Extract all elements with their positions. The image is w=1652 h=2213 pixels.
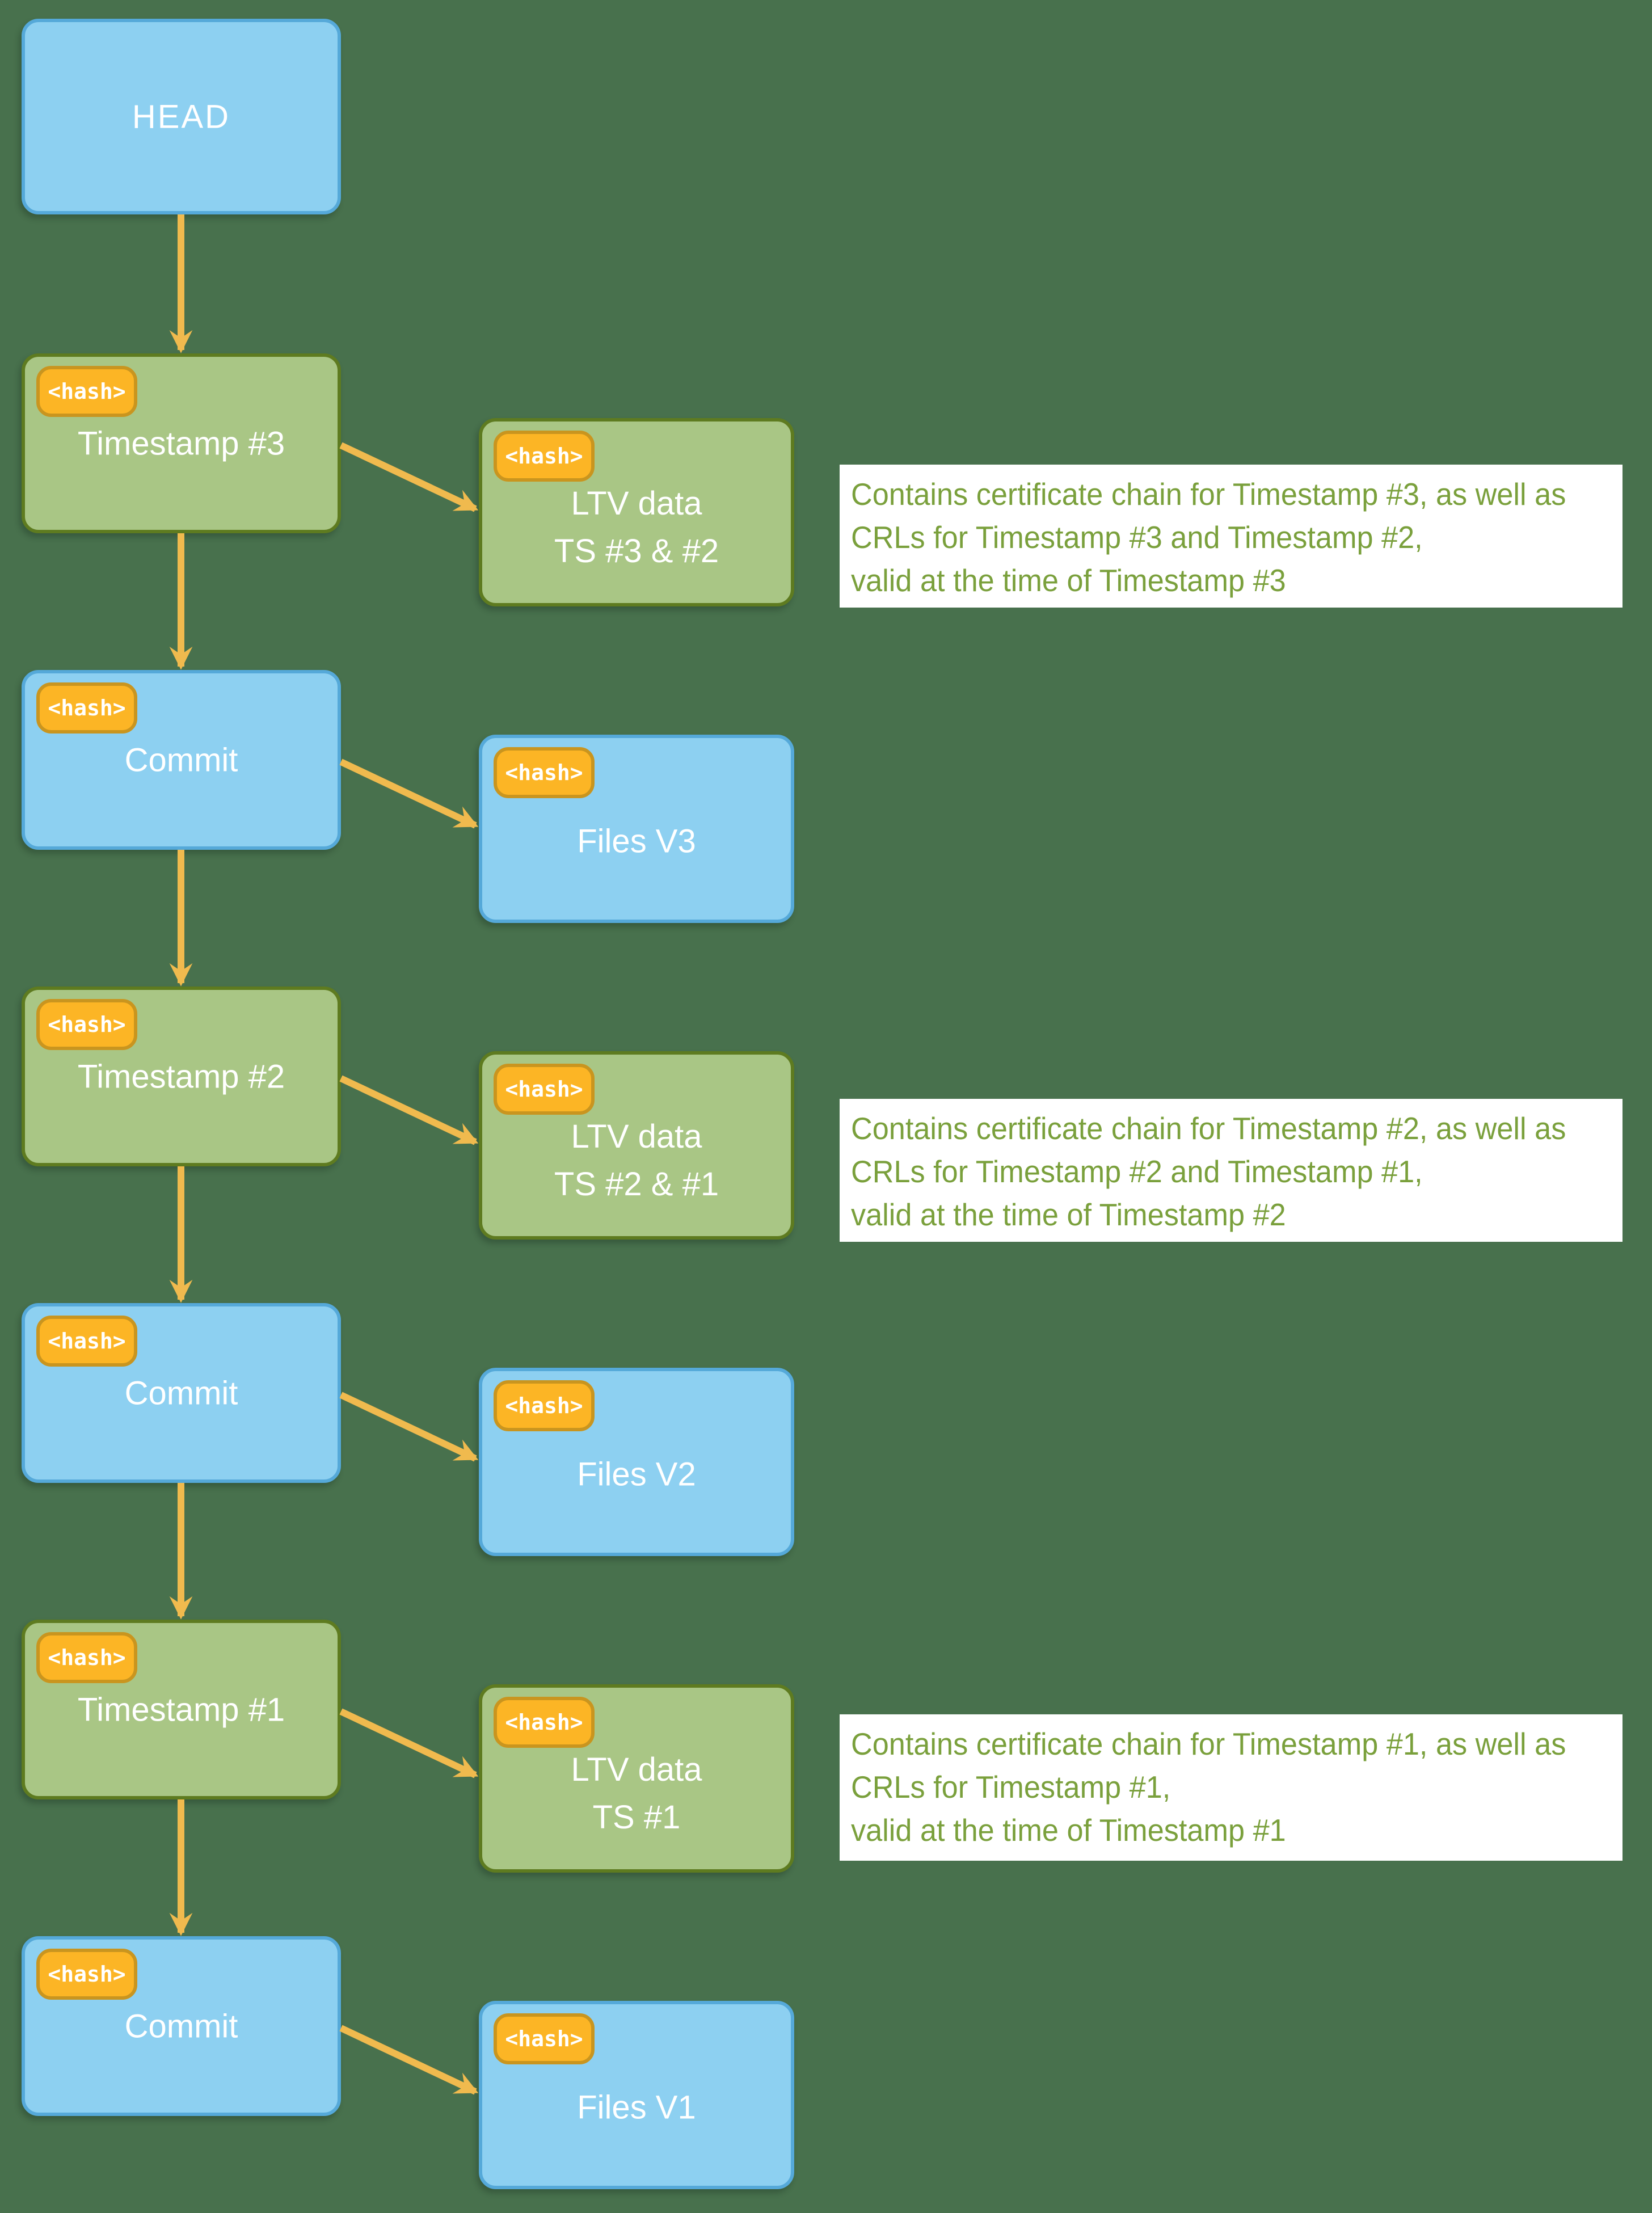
commit-bottom-node: <hash> Commit: [22, 1936, 341, 2116]
ltv-ts2-1-line2: TS #2 & #1: [554, 1166, 719, 1203]
hash-badge: <hash>: [494, 1697, 595, 1748]
head-node: HEAD: [22, 19, 341, 214]
annotation-ts1: Contains certificate chain for Timestamp…: [840, 1714, 1622, 1861]
commit-middle-node: <hash> Commit: [22, 1303, 341, 1483]
hash-badge-label: <hash>: [505, 444, 583, 469]
files-v2-node: <hash> Files V2: [479, 1368, 794, 1556]
files-v3-label: Files V3: [577, 823, 696, 860]
ltv-ts3-2-label: LTV data TS #3 & #2: [482, 480, 791, 575]
hash-badge: <hash>: [494, 431, 595, 482]
arrow-commit-to-files-v1: [339, 2025, 479, 2095]
arrow-timestamp2-to-ltv: [339, 1075, 479, 1145]
hash-badge: <hash>: [36, 1632, 137, 1683]
arrow-timestamp1-to-ltv: [339, 1708, 479, 1778]
commit-top-label: Commit: [124, 741, 238, 778]
hash-badge-label: <hash>: [48, 1012, 126, 1037]
ltv-ts3-2-node: <hash> LTV data TS #3 & #2: [479, 418, 794, 606]
hash-badge: <hash>: [494, 1380, 595, 1431]
hash-badge: <hash>: [494, 747, 595, 798]
annotation-ts1-line3: valid at the time of Timestamp #1: [851, 1812, 1286, 1848]
annotation-ts3-line1: Contains certificate chain for Timestamp…: [851, 477, 1566, 512]
commit-middle-label: Commit: [124, 1375, 238, 1411]
annotation-ts3-line2: CRLs for Timestamp #3 and Timestamp #2,: [851, 520, 1423, 555]
hash-badge: <hash>: [36, 682, 137, 734]
files-v1-label: Files V1: [577, 2089, 696, 2126]
timestamp1-node: <hash> Timestamp #1: [22, 1620, 341, 1799]
hash-badge-label: <hash>: [48, 1962, 126, 1987]
annotation-ts2-line1: Contains certificate chain for Timestamp…: [851, 1111, 1566, 1146]
head-label: HEAD: [132, 98, 231, 135]
timestamp1-label: Timestamp #1: [77, 1691, 285, 1728]
annotation-ts2-line3: valid at the time of Timestamp #2: [851, 1197, 1286, 1232]
hash-badge-label: <hash>: [505, 1393, 583, 1418]
commit-bottom-label: Commit: [124, 2008, 238, 2045]
timestamp3-label: Timestamp #3: [77, 425, 285, 462]
timestamp2-label: Timestamp #2: [77, 1058, 285, 1095]
ltv-ts3-2-line1: LTV data: [571, 484, 702, 522]
hash-badge: <hash>: [36, 999, 137, 1050]
hash-badge: <hash>: [36, 1316, 137, 1367]
annotation-ts2: Contains certificate chain for Timestamp…: [840, 1099, 1622, 1242]
hash-badge-label: <hash>: [505, 1077, 583, 1102]
ltv-ts2-1-node: <hash> LTV data TS #2 & #1: [479, 1051, 794, 1240]
hash-badge-label: <hash>: [48, 695, 126, 720]
arrow-timestamp3-to-ltv: [339, 442, 479, 512]
ltv-ts1-node: <hash> LTV data TS #1: [479, 1684, 794, 1873]
files-v1-node: <hash> Files V1: [479, 2001, 794, 2189]
annotation-ts1-line2: CRLs for Timestamp #1,: [851, 1769, 1171, 1805]
arrow-commit-to-files-v2: [339, 1392, 479, 1462]
hash-badge-label: <hash>: [505, 2026, 583, 2051]
annotation-ts3-line3: valid at the time of Timestamp #3: [851, 563, 1286, 598]
timestamp2-node: <hash> Timestamp #2: [22, 987, 341, 1166]
timestamp3-node: <hash> Timestamp #3: [22, 353, 341, 533]
hash-badge: <hash>: [36, 366, 137, 417]
files-v3-node: <hash> Files V3: [479, 735, 794, 923]
hash-badge-label: <hash>: [505, 760, 583, 785]
hash-badge-label: <hash>: [48, 1645, 126, 1670]
commit-top-node: <hash> Commit: [22, 670, 341, 850]
annotation-ts2-line2: CRLs for Timestamp #2 and Timestamp #1,: [851, 1154, 1423, 1189]
hash-badge: <hash>: [494, 2013, 595, 2064]
ltv-ts1-line2: TS #1: [592, 1799, 681, 1836]
ltv-ts3-2-line2: TS #3 & #2: [554, 533, 719, 570]
hash-badge-label: <hash>: [48, 1329, 126, 1354]
hash-badge: <hash>: [494, 1064, 595, 1115]
ltv-ts1-label: LTV data TS #1: [482, 1746, 791, 1841]
hash-badge-label: <hash>: [48, 379, 126, 404]
hash-badge-label: <hash>: [505, 1710, 583, 1735]
annotation-ts3: Contains certificate chain for Timestamp…: [840, 465, 1622, 608]
annotation-ts1-line1: Contains certificate chain for Timestamp…: [851, 1726, 1566, 1761]
ltv-ts2-1-line1: LTV data: [571, 1118, 702, 1155]
arrow-commit-to-files-v3: [339, 758, 479, 829]
files-v2-label: Files V2: [577, 1456, 696, 1493]
ltv-ts1-line1: LTV data: [571, 1751, 702, 1788]
ltv-ts2-1-label: LTV data TS #2 & #1: [482, 1113, 791, 1208]
hash-badge: <hash>: [36, 1949, 137, 2000]
